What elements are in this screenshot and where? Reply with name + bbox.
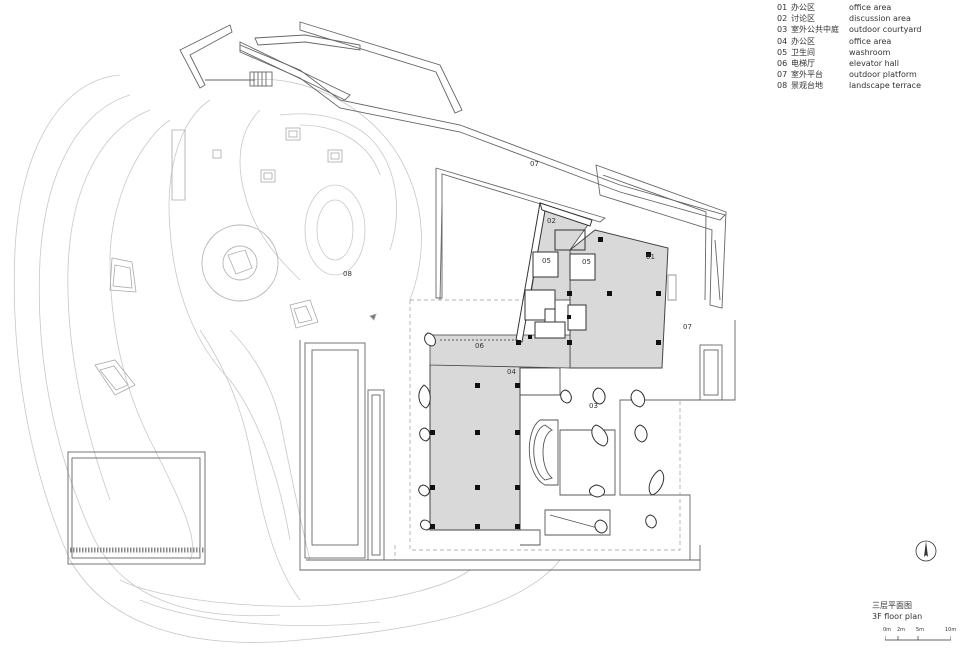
courtyard-planters [418,332,665,534]
outdoor-platform-outline [435,164,736,560]
core-walls [515,202,596,343]
legend-num: 07 [777,70,788,80]
room-label-07a: 07 [530,160,539,168]
legend-zh: 讨论区 [791,14,815,24]
plan-title-zh: 三层平面图 [872,601,912,610]
legend-zh: 办公区 [791,36,815,46]
legend-num: 08 [777,81,788,91]
legend-en: outdoor platform [849,70,917,80]
north-wing-walls [179,21,726,221]
legend-en: discussion area [849,14,911,24]
scale-tick-0: 0m [883,627,892,633]
courtyard-structures [440,339,616,546]
room-labels: 01 02 03 04 05 05 06 07 07 08 [343,160,692,410]
legend-en: washroom [849,47,891,57]
room-label-04: 04 [507,368,516,376]
legend-en: landscape terrace [849,81,922,91]
scale-tick-2: 2m [897,627,906,633]
room-label-02: 02 [547,217,556,225]
legend-num: 03 [777,25,788,35]
legend-en: office area [849,36,892,46]
legend-num: 02 [777,14,788,24]
circular-planter [201,224,279,302]
room-label-05a: 05 [542,257,551,265]
legend-num: 01 [777,3,788,12]
room-label-06: 06 [475,342,484,350]
landscape-blocks [94,127,377,396]
legend-zh: 室外平台 [791,70,823,80]
room-label-01: 01 [646,253,655,261]
scale-bar: 0m 2m 5m 10m [883,627,957,647]
room-label-08: 08 [343,270,352,278]
room-label-03: 03 [589,402,598,410]
room-label-05b: 05 [582,258,591,266]
legend-zh: 室外公共中庭 [791,25,839,35]
scale-tick-10: 10m [945,627,957,633]
legend-num: 04 [777,36,788,46]
south-planter [299,340,701,571]
sw-shelter [67,451,206,565]
legend-zh: 景观台地 [791,81,823,91]
legend-num: 05 [777,47,788,57]
legend-zh: 电梯厅 [791,59,815,69]
legend-num: 06 [777,59,788,69]
landscape-contours [13,74,561,643]
room-label-07b: 07 [683,323,692,331]
structural-columns [430,237,661,529]
legend-zh: 办公区 [791,3,815,12]
legend-en: office area [849,3,892,12]
plan-title-en: 3F floor plan [872,612,923,621]
legend-en: outdoor courtyard [849,25,922,35]
legend-en: elevator hall [849,59,899,69]
scale-tick-5: 5m [916,627,925,633]
north-arrow-icon [915,540,937,562]
legend-zh: 卫生间 [791,47,815,57]
plan-title: 三层平面图 3F floor plan [872,600,922,622]
scale-bar-graphic [885,636,951,641]
